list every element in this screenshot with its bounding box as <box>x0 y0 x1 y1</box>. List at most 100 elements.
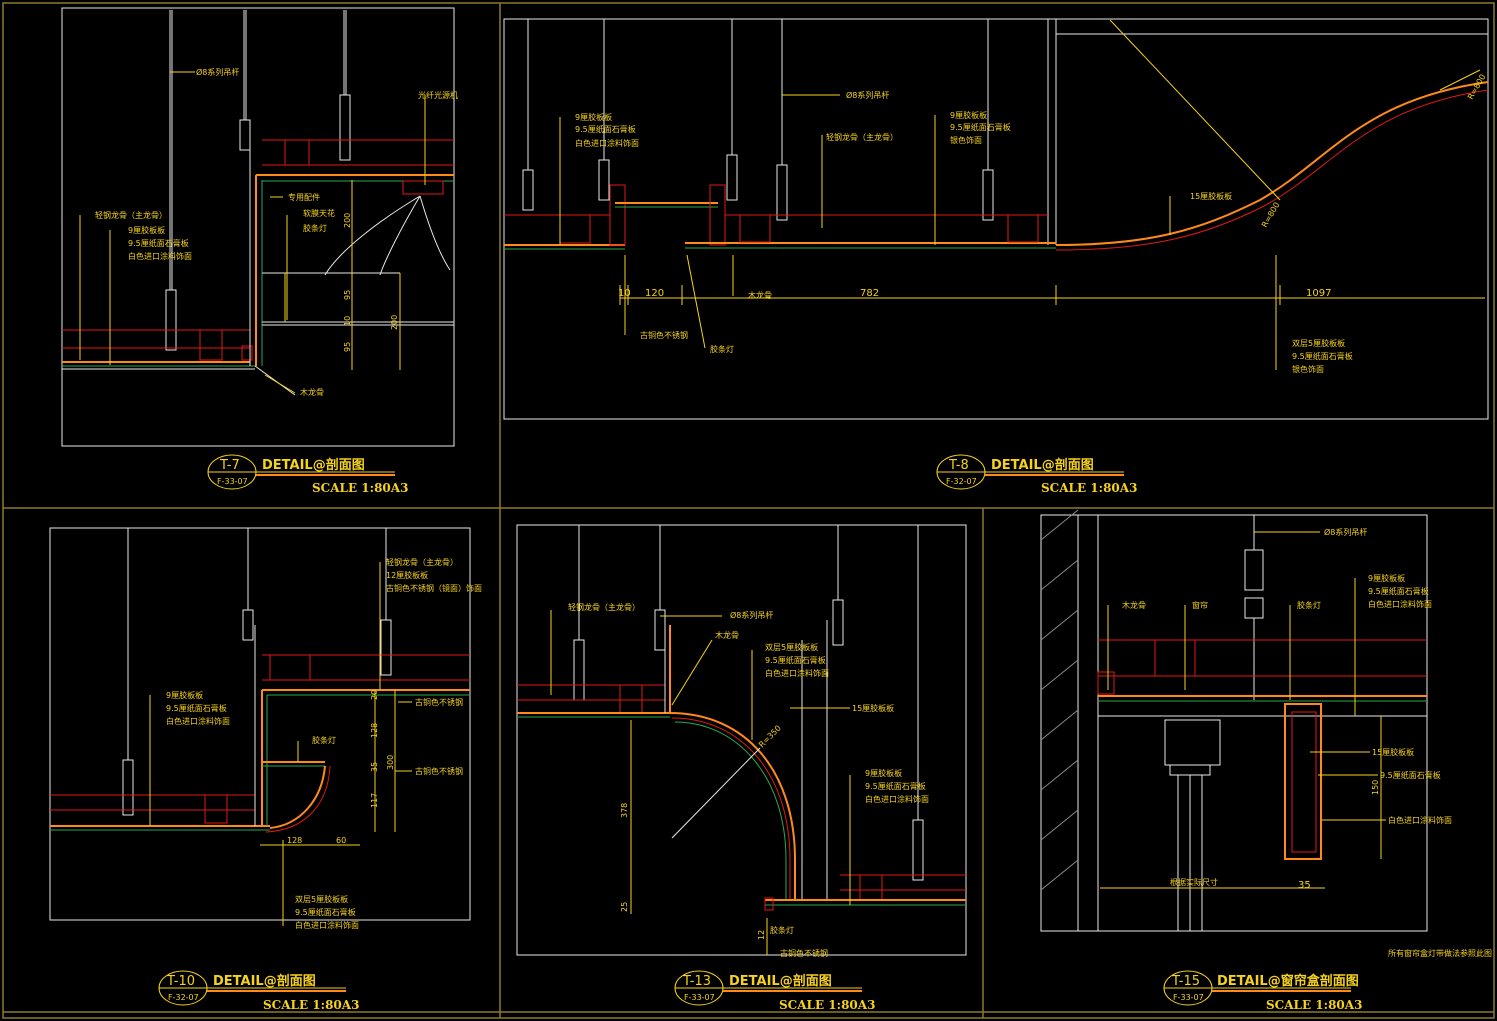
t13-sheet: F-33-07 <box>684 993 715 1002</box>
t8-scale: SCALE 1:80A3 <box>1041 481 1137 495</box>
t8-label: 木龙骨 <box>748 290 772 300</box>
t10-label: 白色进口涂料饰面 <box>295 920 359 930</box>
t8-code: T-8 <box>948 458 969 473</box>
t7-frame <box>61 7 455 447</box>
t7-title: DETAIL@剖面图 <box>262 457 365 473</box>
t8-label: 15厘胶板板 <box>1190 191 1232 201</box>
t13-dim: 25 <box>620 902 629 912</box>
t8-dim: 10 <box>618 288 631 299</box>
t8-label: 9.5厘纸面石膏板 <box>1292 351 1353 361</box>
t13-label: 9.5厘纸面石膏板 <box>865 781 926 791</box>
t15-frame <box>1040 514 1428 932</box>
t7-label: 9厘胶板板 <box>128 225 165 235</box>
t10-label: 9.5厘纸面石膏板 <box>295 907 356 917</box>
t8-label: 轻钢龙骨（主龙骨） <box>826 132 898 142</box>
t7-scale: SCALE 1:80A3 <box>312 481 408 495</box>
t15-dim: 150 <box>1371 780 1380 795</box>
t8-label: 9.5厘纸面石膏板 <box>950 122 1011 132</box>
t13-dim: R=350 <box>757 724 783 750</box>
t13-label: 15厘胶板板 <box>852 703 894 713</box>
t10-dim: 20 <box>370 690 379 700</box>
t13-title: DETAIL@剖面图 <box>729 973 832 989</box>
t7-dim: 200 <box>390 315 399 330</box>
t8-sheet: F-32-07 <box>946 477 977 486</box>
t10-label: 双层5厘胶板板 <box>295 894 348 904</box>
t15-label: 9.5厘纸面石膏板 <box>1380 770 1441 780</box>
t10-sheet: F-32-07 <box>168 993 199 1002</box>
t15-label: 窗帘 <box>1192 600 1208 610</box>
t10-label: 古铜色不锈钢 <box>415 766 463 776</box>
t8-title: DETAIL@剖面图 <box>991 457 1094 473</box>
t7-label: 9.5厘纸面石膏板 <box>128 238 189 248</box>
t10-dim: 117 <box>370 793 379 808</box>
t7-label: 白色进口涂料饰面 <box>128 251 192 261</box>
t15-note: 所有窗帘盒灯带做法参照此图 <box>1388 948 1492 958</box>
t7-label: Ø8系列吊杆 <box>196 67 239 77</box>
t8-label: 双层5厘胶板板 <box>1292 338 1345 348</box>
t7-dim: 10 <box>343 316 352 326</box>
t15-label: 木龙骨 <box>1122 600 1146 610</box>
t10-label: 胶条灯 <box>312 735 336 745</box>
t15-label: 胶条灯 <box>1297 600 1321 610</box>
t8-label: Ø8系列吊杆 <box>846 90 889 100</box>
t13-label: 轻钢龙骨（主龙骨） <box>568 602 640 612</box>
t8-dim: R=800 <box>1260 201 1282 229</box>
t8-dim: 120 <box>645 288 664 299</box>
t10-dim: 35 <box>370 762 379 772</box>
panel-t7: Ø8系列吊杆 光纤光源机 专用配件 轻钢龙骨（主龙骨） 9厘胶板板 9.5厘纸面… <box>61 7 458 495</box>
t7-label: 光纤光源机 <box>418 90 458 100</box>
t15-label: 根据实际尺寸 <box>1170 877 1218 887</box>
t13-label: 9厘胶板板 <box>865 768 902 778</box>
t15-code: T-15 <box>1171 974 1200 989</box>
t13-dim: 12 <box>757 930 766 940</box>
t8-label: 白色进口涂料饰面 <box>575 138 639 148</box>
t10-dim: 128 <box>287 836 302 845</box>
t8-label: 胶条灯 <box>710 344 734 354</box>
t7-label: 专用配件 <box>288 192 320 202</box>
t10-frame <box>49 527 471 921</box>
t10-label: 12厘胶板板 <box>386 570 428 580</box>
t7-label: 木龙骨 <box>300 387 324 397</box>
t10-title: DETAIL@剖面图 <box>213 973 316 989</box>
t8-label: 银色饰面 <box>1292 364 1324 374</box>
t15-label: 白色进口涂料饰面 <box>1388 815 1452 825</box>
t15-label: Ø8系列吊杆 <box>1324 527 1367 537</box>
t8-frame <box>503 18 1489 420</box>
t13-dim: 378 <box>620 803 629 818</box>
t15-title: DETAIL@窗帘盒剖面图 <box>1217 973 1359 989</box>
t15-dim: 35 <box>1298 880 1311 891</box>
panel-t10: 20 128 35 300 117 128 60 轻钢龙骨（主龙骨） 12厘胶板… <box>49 527 482 1012</box>
t13-label: 白色进口涂料饰面 <box>865 794 929 804</box>
t10-label: 古铜色不锈钢 <box>415 697 463 707</box>
t10-dim: 300 <box>386 755 395 770</box>
panel-t13: 378 25 R=350 12 轻钢龙骨（主龙骨） Ø8系列吊杆 木龙骨 双层5… <box>516 524 967 1012</box>
t13-label: 胶条灯 <box>770 925 794 935</box>
t8-label: 9.5厘纸面石膏板 <box>575 124 636 134</box>
t7-code: T-7 <box>219 458 240 473</box>
t8-dim: 782 <box>860 288 879 299</box>
t13-frame <box>516 524 967 956</box>
t15-label: 15厘胶板板 <box>1372 747 1414 757</box>
t15-sheet: F-33-07 <box>1173 993 1204 1002</box>
t8-label: 古铜色不锈钢 <box>640 330 688 340</box>
t15-scale: SCALE 1:80A3 <box>1266 998 1362 1012</box>
t13-label: 古铜色不锈钢 <box>780 948 828 958</box>
t7-dim: 95 <box>343 342 352 352</box>
t10-dim: 128 <box>370 723 379 738</box>
t15-label: 9.5厘纸面石膏板 <box>1368 586 1429 596</box>
t7-dim: 95 <box>343 290 352 300</box>
t13-label: 木龙骨 <box>715 630 739 640</box>
panel-t8: 10 120 782 1097 R=800 R=800 9厘胶板板 9.5厘纸面… <box>503 18 1489 495</box>
t13-label: 双层5厘胶板板 <box>765 642 818 652</box>
t10-scale: SCALE 1:80A3 <box>263 998 359 1012</box>
t7-label: 软膜天花 <box>303 208 335 218</box>
t8-label: 银色饰面 <box>950 135 982 145</box>
t7-label: 轻钢龙骨（主龙骨） <box>95 210 167 220</box>
t10-label: 古铜色不锈钢（镜面）饰面 <box>386 583 482 593</box>
t7-sheet: F-33-07 <box>217 477 248 486</box>
t7-dim: 200 <box>343 213 352 228</box>
t13-label: Ø8系列吊杆 <box>730 610 773 620</box>
t13-scale: SCALE 1:80A3 <box>779 998 875 1012</box>
